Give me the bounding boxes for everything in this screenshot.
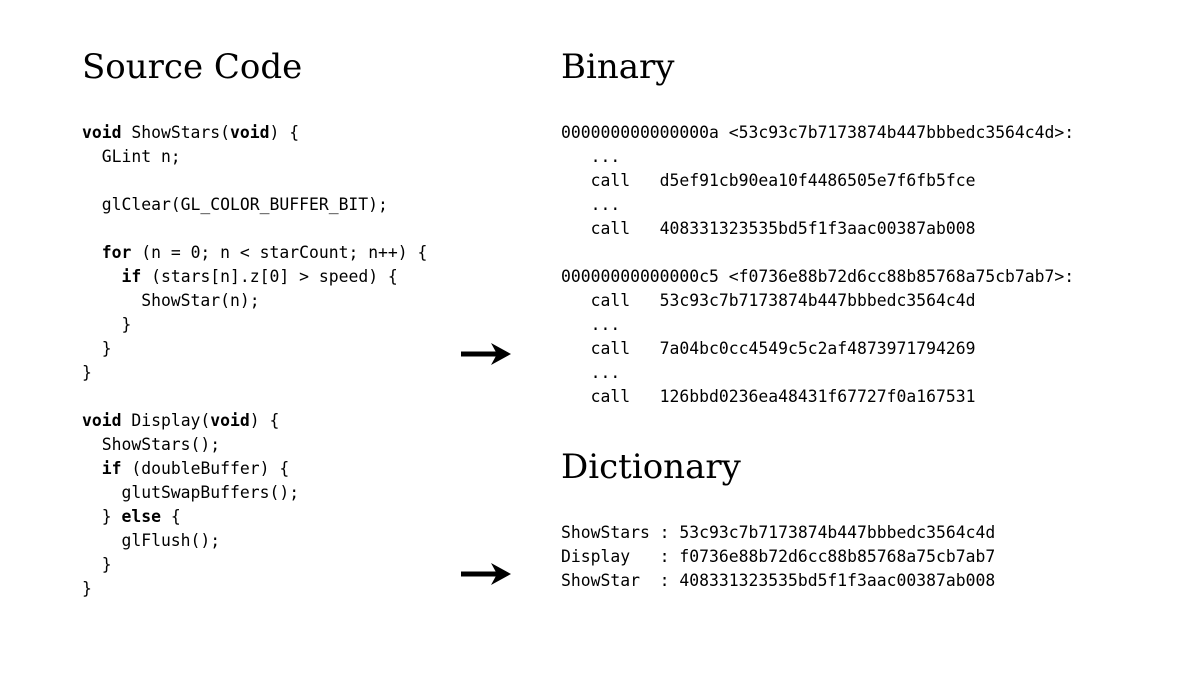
code-line: for (n = 0; n < starCount; n++) { [82,241,428,265]
code-text: GLint n; [82,147,181,166]
binary-line: call d5ef91cb90ea10f4486505e7f6fb5fce [561,171,976,190]
binary-listing: 000000000000000a <53c93c7b7173874b447bbb… [561,121,1074,409]
code-keyword: if [101,459,122,478]
code-text: Display( [121,411,211,430]
binary-line: 00000000000000c5 <f0736e88b72d6cc88b8576… [561,267,1075,286]
code-keyword: if [121,267,142,286]
code-text: } [82,555,112,574]
code-line: glClear(GL_COLOR_BUFFER_BIT); [82,193,427,217]
arrow-right-icon [461,563,511,585]
code-line [82,385,427,409]
dictionary-entry: Display : f0736e88b72d6cc88b85768a75cb7a… [561,547,996,566]
code-text: (stars[n].z[0] > speed) { [141,267,398,286]
code-line: if (stars[n].z[0] > speed) { [82,265,427,289]
code-text: } [82,315,132,334]
arrow-right-icon [461,343,511,365]
code-text: glutSwapBuffers(); [82,483,300,502]
code-line [82,169,427,193]
code-line: ShowStars(); [82,433,427,457]
code-keyword: for [101,243,132,262]
code-line: ShowStar(n); [82,289,427,313]
code-text: glClear(GL_COLOR_BUFFER_BIT); [82,195,388,214]
dictionary-entry: ShowStar : 408331323535bd5f1f3aac00387ab… [561,571,996,590]
code-text: ShowStar(n); [82,291,260,310]
source-code-heading: Source Code [82,47,303,87]
binary-line: ... [561,315,621,334]
code-keyword: void [82,411,122,430]
code-line: void ShowStars(void) { [82,121,427,145]
code-text: } [82,363,92,382]
code-line: } [82,337,427,361]
code-text: glFlush(); [82,531,221,550]
code-text: } [82,579,92,598]
code-keyword: else [121,507,161,526]
code-keyword: void [210,411,250,430]
code-text: { [160,507,181,526]
binary-line: 000000000000000a <53c93c7b7173874b447bbb… [561,123,1075,142]
binary-line: ... [561,147,621,166]
code-line: } [82,553,427,577]
binary-heading: Binary [561,47,675,87]
binary-line: call 53c93c7b7173874b447bbbedc3564c4d [561,291,976,310]
code-line: } else { [82,505,427,529]
code-line: } [82,313,427,337]
binary-line: ... [561,363,621,382]
binary-line: call 126bbd0236ea48431f67727f0a167531 [561,387,976,406]
dictionary-entry: ShowStars : 53c93c7b7173874b447bbbedc356… [561,523,996,542]
code-text [82,267,121,286]
binary-line: call 7a04bc0cc4549c5c2af4873971794269 [561,339,976,358]
dictionary-table: ShowStars : 53c93c7b7173874b447bbbedc356… [561,521,995,593]
source-code-block: void ShowStars(void) { GLint n; glClear(… [82,121,427,601]
code-line: glFlush(); [82,529,427,553]
code-text: ShowStars( [121,123,231,142]
code-text: } [82,507,122,526]
code-line: glutSwapBuffers(); [82,481,427,505]
code-text [82,459,102,478]
code-text: ShowStars(); [82,435,221,454]
code-text: } [82,339,112,358]
code-keyword: void [82,123,122,142]
code-text: (doubleBuffer) { [121,459,290,478]
code-line [82,217,427,241]
code-text [82,243,102,262]
code-line: if (doubleBuffer) { [82,457,427,481]
code-text: (n = 0; n < starCount; n++) { [131,243,428,262]
code-line: void Display(void) { [82,409,427,433]
dictionary-heading: Dictionary [561,447,741,487]
code-line: } [82,577,427,601]
code-text: ) { [249,411,280,430]
code-line: GLint n; [82,145,427,169]
code-keyword: void [230,123,270,142]
binary-line: ... [561,195,621,214]
binary-line: call 408331323535bd5f1f3aac00387ab008 [561,219,976,238]
code-line: } [82,361,427,385]
binary-line [561,241,1074,265]
code-text: ) { [269,123,300,142]
